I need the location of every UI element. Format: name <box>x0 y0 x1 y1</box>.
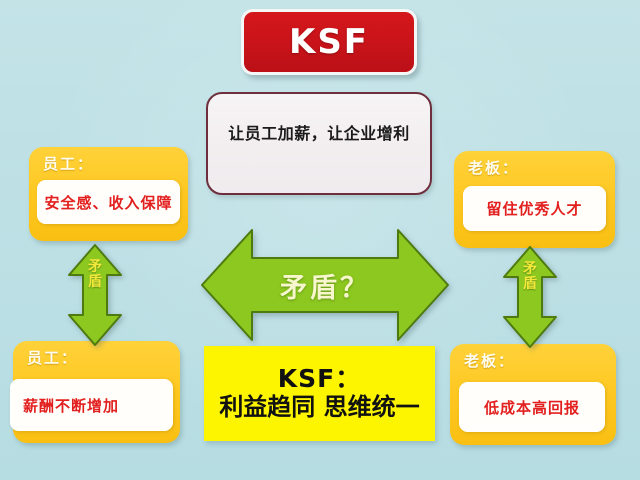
card-boss-top-role: 老板： <box>468 159 520 177</box>
card-boss-bottom: 老板： 低成本高回报 <box>450 344 616 445</box>
card-employee-top-value: 安全感、收入保障 <box>44 193 173 212</box>
card-boss-top-value: 留住优秀人才 <box>486 200 583 218</box>
card-employee-top-role: 员工： <box>43 155 95 173</box>
conclusion-line-2: 利益趋同 思维统一 <box>219 393 420 422</box>
card-employee-top-pill: 安全感、收入保障 <box>37 180 180 224</box>
card-employee-top: 员工： 安全感、收入保障 <box>29 147 188 241</box>
card-boss-top-pill: 留住优秀人才 <box>463 186 606 231</box>
double-arrow-left-icon: 矛 盾 <box>66 243 124 347</box>
card-boss-bottom-value: 低成本高回报 <box>483 398 580 417</box>
card-boss-top: 老板： 留住优秀人才 <box>454 151 615 248</box>
slogan-text: 让员工加薪，让企业增利 <box>228 124 410 143</box>
card-employee-bottom-pill: 薪酬不断增加 <box>10 379 173 431</box>
card-boss-bottom-role: 老板： <box>464 352 516 370</box>
slogan-card: 让员工加薪，让企业增利 <box>206 92 432 195</box>
conclusion-card: KSF： 利益趋同 思维统一 <box>204 346 435 441</box>
double-arrow-horizontal-icon: 矛盾？ <box>200 226 450 344</box>
card-employee-bottom-value: 薪酬不断增加 <box>23 396 120 415</box>
card-employee-bottom-role: 员工： <box>27 349 79 367</box>
ksf-title-card: KSF <box>241 9 417 75</box>
card-employee-bottom: 员工： 薪酬不断增加 <box>10 341 180 443</box>
conclusion-line-1: KSF： <box>277 363 362 393</box>
double-arrow-right-icon: 矛 盾 <box>501 245 559 349</box>
card-boss-bottom-pill: 低成本高回报 <box>459 382 605 432</box>
ksf-title-label: KSF <box>288 22 370 62</box>
